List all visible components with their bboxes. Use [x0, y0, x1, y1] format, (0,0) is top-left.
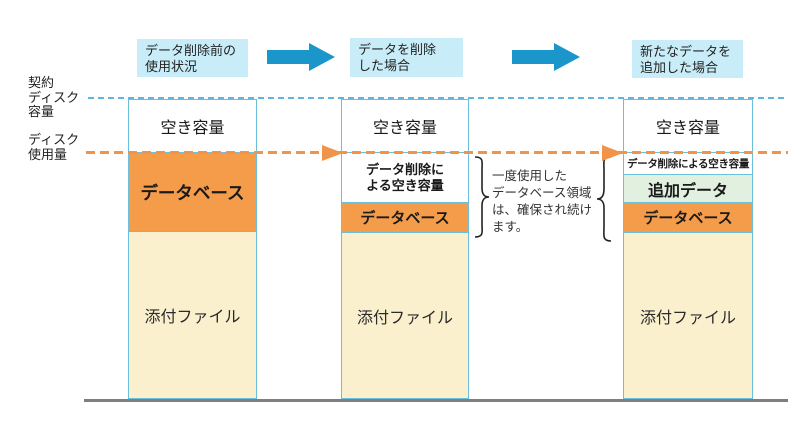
contract-capacity-dashed-line — [88, 97, 787, 99]
curly-brace-left-icon — [596, 156, 612, 242]
segment-database: データベース — [624, 203, 752, 233]
segment-added-data: 追加データ — [624, 175, 752, 203]
segment-attached-files: 添付ファイル — [342, 233, 468, 398]
segment-free-space: 空き容量 — [624, 100, 752, 153]
reserved-area-note: 一度使用した データベース領域 は、確保され続け ます。 — [492, 169, 593, 234]
segment-freed-by-deletion: データ削除に よる空き容量 — [342, 153, 468, 203]
step-title-after-deletion: データを削除 した場合 — [350, 38, 463, 77]
segment-freed-by-deletion: データ削除による空き容量 — [624, 153, 752, 175]
segment-attached-files: 添付ファイル — [129, 232, 256, 398]
disk-usage-dashed-line — [86, 151, 788, 154]
right-arrow-icon — [512, 43, 580, 71]
curly-brace-right-icon — [474, 156, 490, 238]
disk-usage-label: ディスク 使用量 — [28, 132, 80, 162]
contract-disk-capacity-label: 契約 ディスク 容量 — [28, 75, 80, 119]
right-arrow-icon — [267, 43, 335, 71]
bar-after-adding: 空き容量 データ削除による空き容量 追加データ データベース 添付ファイル — [623, 99, 753, 399]
step-title-before-deletion: データ削除前の 使用状況 — [137, 39, 248, 77]
step-title-after-adding: 新たなデータを 追加した場合 — [632, 40, 743, 78]
segment-free-space: 空き容量 — [342, 100, 468, 153]
usage-line-arrowhead-icon — [602, 145, 623, 161]
ground-line — [84, 399, 788, 402]
usage-line-arrowhead-icon — [322, 145, 343, 161]
segment-free-space: 空き容量 — [129, 100, 256, 153]
bar-after-deletion: 空き容量 データ削除に よる空き容量 データベース 添付ファイル — [341, 99, 469, 399]
segment-database: データベース — [129, 153, 256, 232]
segment-database: データベース — [342, 203, 468, 233]
segment-attached-files: 添付ファイル — [624, 233, 752, 398]
bar-before-deletion: 空き容量 データベース 添付ファイル — [128, 99, 257, 399]
